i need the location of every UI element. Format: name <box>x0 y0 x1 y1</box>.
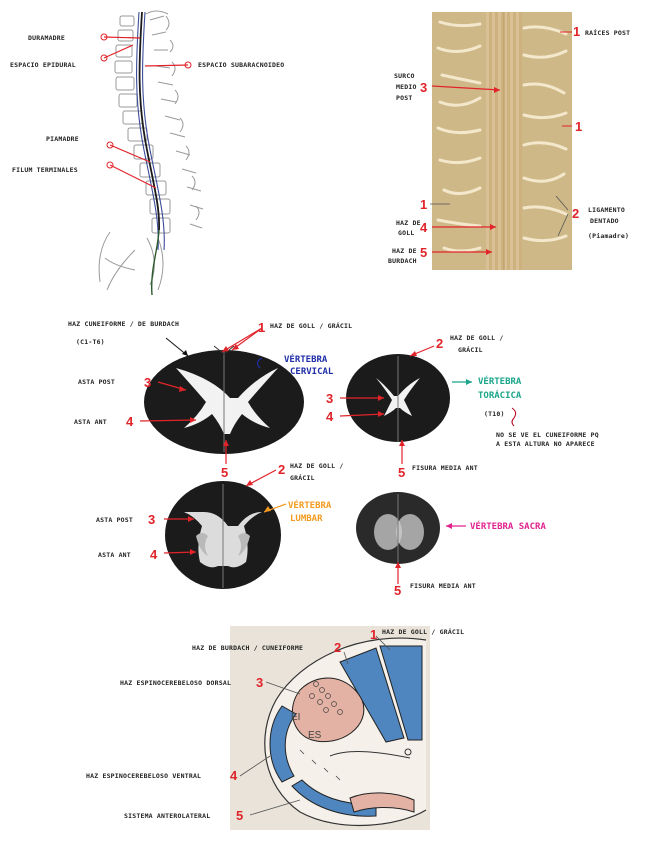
num-3-lumbar: 3 <box>148 512 155 527</box>
toracica-arrows <box>339 345 517 464</box>
pointer-lines <box>103 36 189 189</box>
label-asta-ant-lumbar: ASTA ANT <box>98 551 131 559</box>
tract-pointers <box>239 635 391 816</box>
num-3-tract: 3 <box>256 675 263 690</box>
num-4-toracica: 4 <box>326 409 334 424</box>
num-1-raices: 1 <box>573 24 580 39</box>
num-4-cervical: 4 <box>126 414 134 429</box>
title-toracica-2: TORÁCICA <box>478 389 522 401</box>
num-5-sacra: 5 <box>394 583 401 598</box>
dot-cluster <box>309 681 343 715</box>
tract-gracilis <box>379 645 423 741</box>
label-asta-ant-cervical: ASTA ANT <box>74 418 107 426</box>
tracts-diagram-panel: EI ES HAZ DE BURDACH / CUNEIFORME 2 1 HA… <box>86 626 464 830</box>
label-piamadre: PIAMADRE <box>46 135 79 143</box>
label-espacio-subaracnoideo: ESPACIO SUBARACNOIDEO <box>198 61 284 69</box>
label-surco-2: MEDIO <box>396 83 417 91</box>
num-2-toracica: 2 <box>436 336 443 351</box>
title-toracica-1: VÉRTEBRA <box>478 375 522 387</box>
central-canal <box>404 748 412 756</box>
num-3-surco: 3 <box>420 80 427 95</box>
label-goll-toracica-2: GRÁCIL <box>458 345 483 354</box>
cervical-arrows <box>139 327 263 464</box>
label-goll-lumbar-2: GRÁCIL <box>290 473 315 482</box>
label-cuneiforme-sub: (C1-T6) <box>76 338 105 346</box>
num-4-goll: 4 <box>420 220 428 235</box>
nerve-rootlets-left <box>436 20 482 253</box>
label-spinocerebeloso-ventral: HAZ ESPINOCEREBELOSO VENTRAL <box>86 772 201 780</box>
label-espacio-epidural: ESPACIO EPIDURAL <box>10 61 76 69</box>
num-4-lumbar: 4 <box>150 547 158 562</box>
label-goll-lumbar-1: HAZ DE GOLL / <box>290 462 343 470</box>
section-cervical <box>144 345 304 454</box>
gray-commissure <box>329 751 411 759</box>
num-1-left: 1 <box>420 197 427 212</box>
num-1-right: 1 <box>575 119 582 134</box>
label-surco-1: SURCO <box>394 72 415 80</box>
title-cervical-2: CERVICAL <box>290 367 334 377</box>
sacra-arrows <box>395 523 466 584</box>
label-raices-post: RAÍCES POST <box>585 28 630 37</box>
num-1-cervical: 1 <box>258 320 265 335</box>
num-5-tract: 5 <box>236 808 243 823</box>
tract-cuneatus <box>339 647 405 743</box>
note-toracica-2: A ESTA ALTURA NO APARECE <box>496 440 595 448</box>
label-cuneiforme: HAZ CUNEIFORME / DE BURDACH <box>68 320 179 328</box>
lumbar-arrows <box>163 469 287 555</box>
label-sistema-anterolateral: SISTEMA ANTEROLATERAL <box>124 812 210 820</box>
section-lumbar <box>165 481 281 589</box>
cross-sections-panel: HAZ CUNEIFORME / DE BURDACH (C1-T6) 1 HA… <box>68 320 599 598</box>
num-3-cervical: 3 <box>144 375 151 390</box>
num-4-tract: 4 <box>230 768 238 783</box>
section-sacra <box>356 492 440 564</box>
title-sacra: VÉRTEBRA SACRA <box>470 520 546 532</box>
spinal-cord-lines <box>136 11 165 296</box>
num-5-cervical: 5 <box>221 465 228 480</box>
label-asta-post-cervical: ASTA POST <box>78 378 115 386</box>
note-toracica-1: NO SE VE EL CUNEIFORME PQ <box>496 431 599 439</box>
label-es: ES <box>308 730 322 741</box>
num-2-tract: 2 <box>334 640 341 655</box>
spine-drawing <box>98 10 204 291</box>
title-lumbar-2: LUMBAR <box>290 514 323 524</box>
photo-arrows <box>430 31 572 255</box>
label-asta-post-lumbar: ASTA POST <box>96 516 133 524</box>
num-1-tract: 1 <box>370 627 377 642</box>
label-t10: (T10) <box>484 410 505 418</box>
label-ligamento-2: DENTADO <box>590 217 619 225</box>
label-goll-tract: HAZ DE GOLL / GRÁCIL <box>382 627 464 636</box>
num-3-toracica: 3 <box>326 391 333 406</box>
label-ligamento-1: LIGAMENTO <box>588 206 625 214</box>
num-2-lumbar: 2 <box>278 462 285 477</box>
label-ei: EI <box>291 712 300 723</box>
label-goll-1: HAZ DE <box>396 219 421 227</box>
title-cervical-1: VÉRTEBRA <box>284 353 328 365</box>
x-marks <box>299 749 341 781</box>
spine-sketch-panel: DURAMADRE ESPACIO EPIDURAL ESPACIO SUBAR… <box>10 10 284 296</box>
label-fisura-toracica: FISURA MEDIA ANT <box>412 464 478 472</box>
label-filum-terminales: FILUM TERMINALES <box>12 166 78 174</box>
region-ventral-pink <box>349 792 415 813</box>
tract-spinocerebellar <box>269 705 297 783</box>
label-goll-toracica-1: HAZ DE GOLL / <box>450 334 503 342</box>
title-lumbar-1: VÉRTEBRA <box>288 499 332 511</box>
label-burdach-tract: HAZ DE BURDACH / CUNEIFORME <box>192 644 303 652</box>
label-burdach-2: BURDACH <box>388 257 417 265</box>
label-duramadre: DURAMADRE <box>28 34 65 42</box>
section-toracica <box>346 354 450 442</box>
label-goll-cervical: HAZ DE GOLL / GRÁCIL <box>270 321 352 330</box>
num-5-toracica: 5 <box>398 465 405 480</box>
num-5-burdach: 5 <box>420 245 427 260</box>
label-surco-3: POST <box>396 94 412 102</box>
label-piamadre-note: (Piamadre) <box>588 232 629 240</box>
num-2-ligamento: 2 <box>572 206 579 221</box>
dorsal-cord-photo-panel: 1 RAÍCES POST 3 SURCO MEDIO POST 1 1 2 L… <box>388 12 630 270</box>
label-goll-2: GOLL <box>398 229 414 237</box>
label-spinocerebeloso-dorsal: HAZ ESPINOCEREBELOSO DORSAL <box>120 679 231 687</box>
label-burdach-1: HAZ DE <box>392 247 417 255</box>
label-fisura-sacra: FISURA MEDIA ANT <box>410 582 476 590</box>
